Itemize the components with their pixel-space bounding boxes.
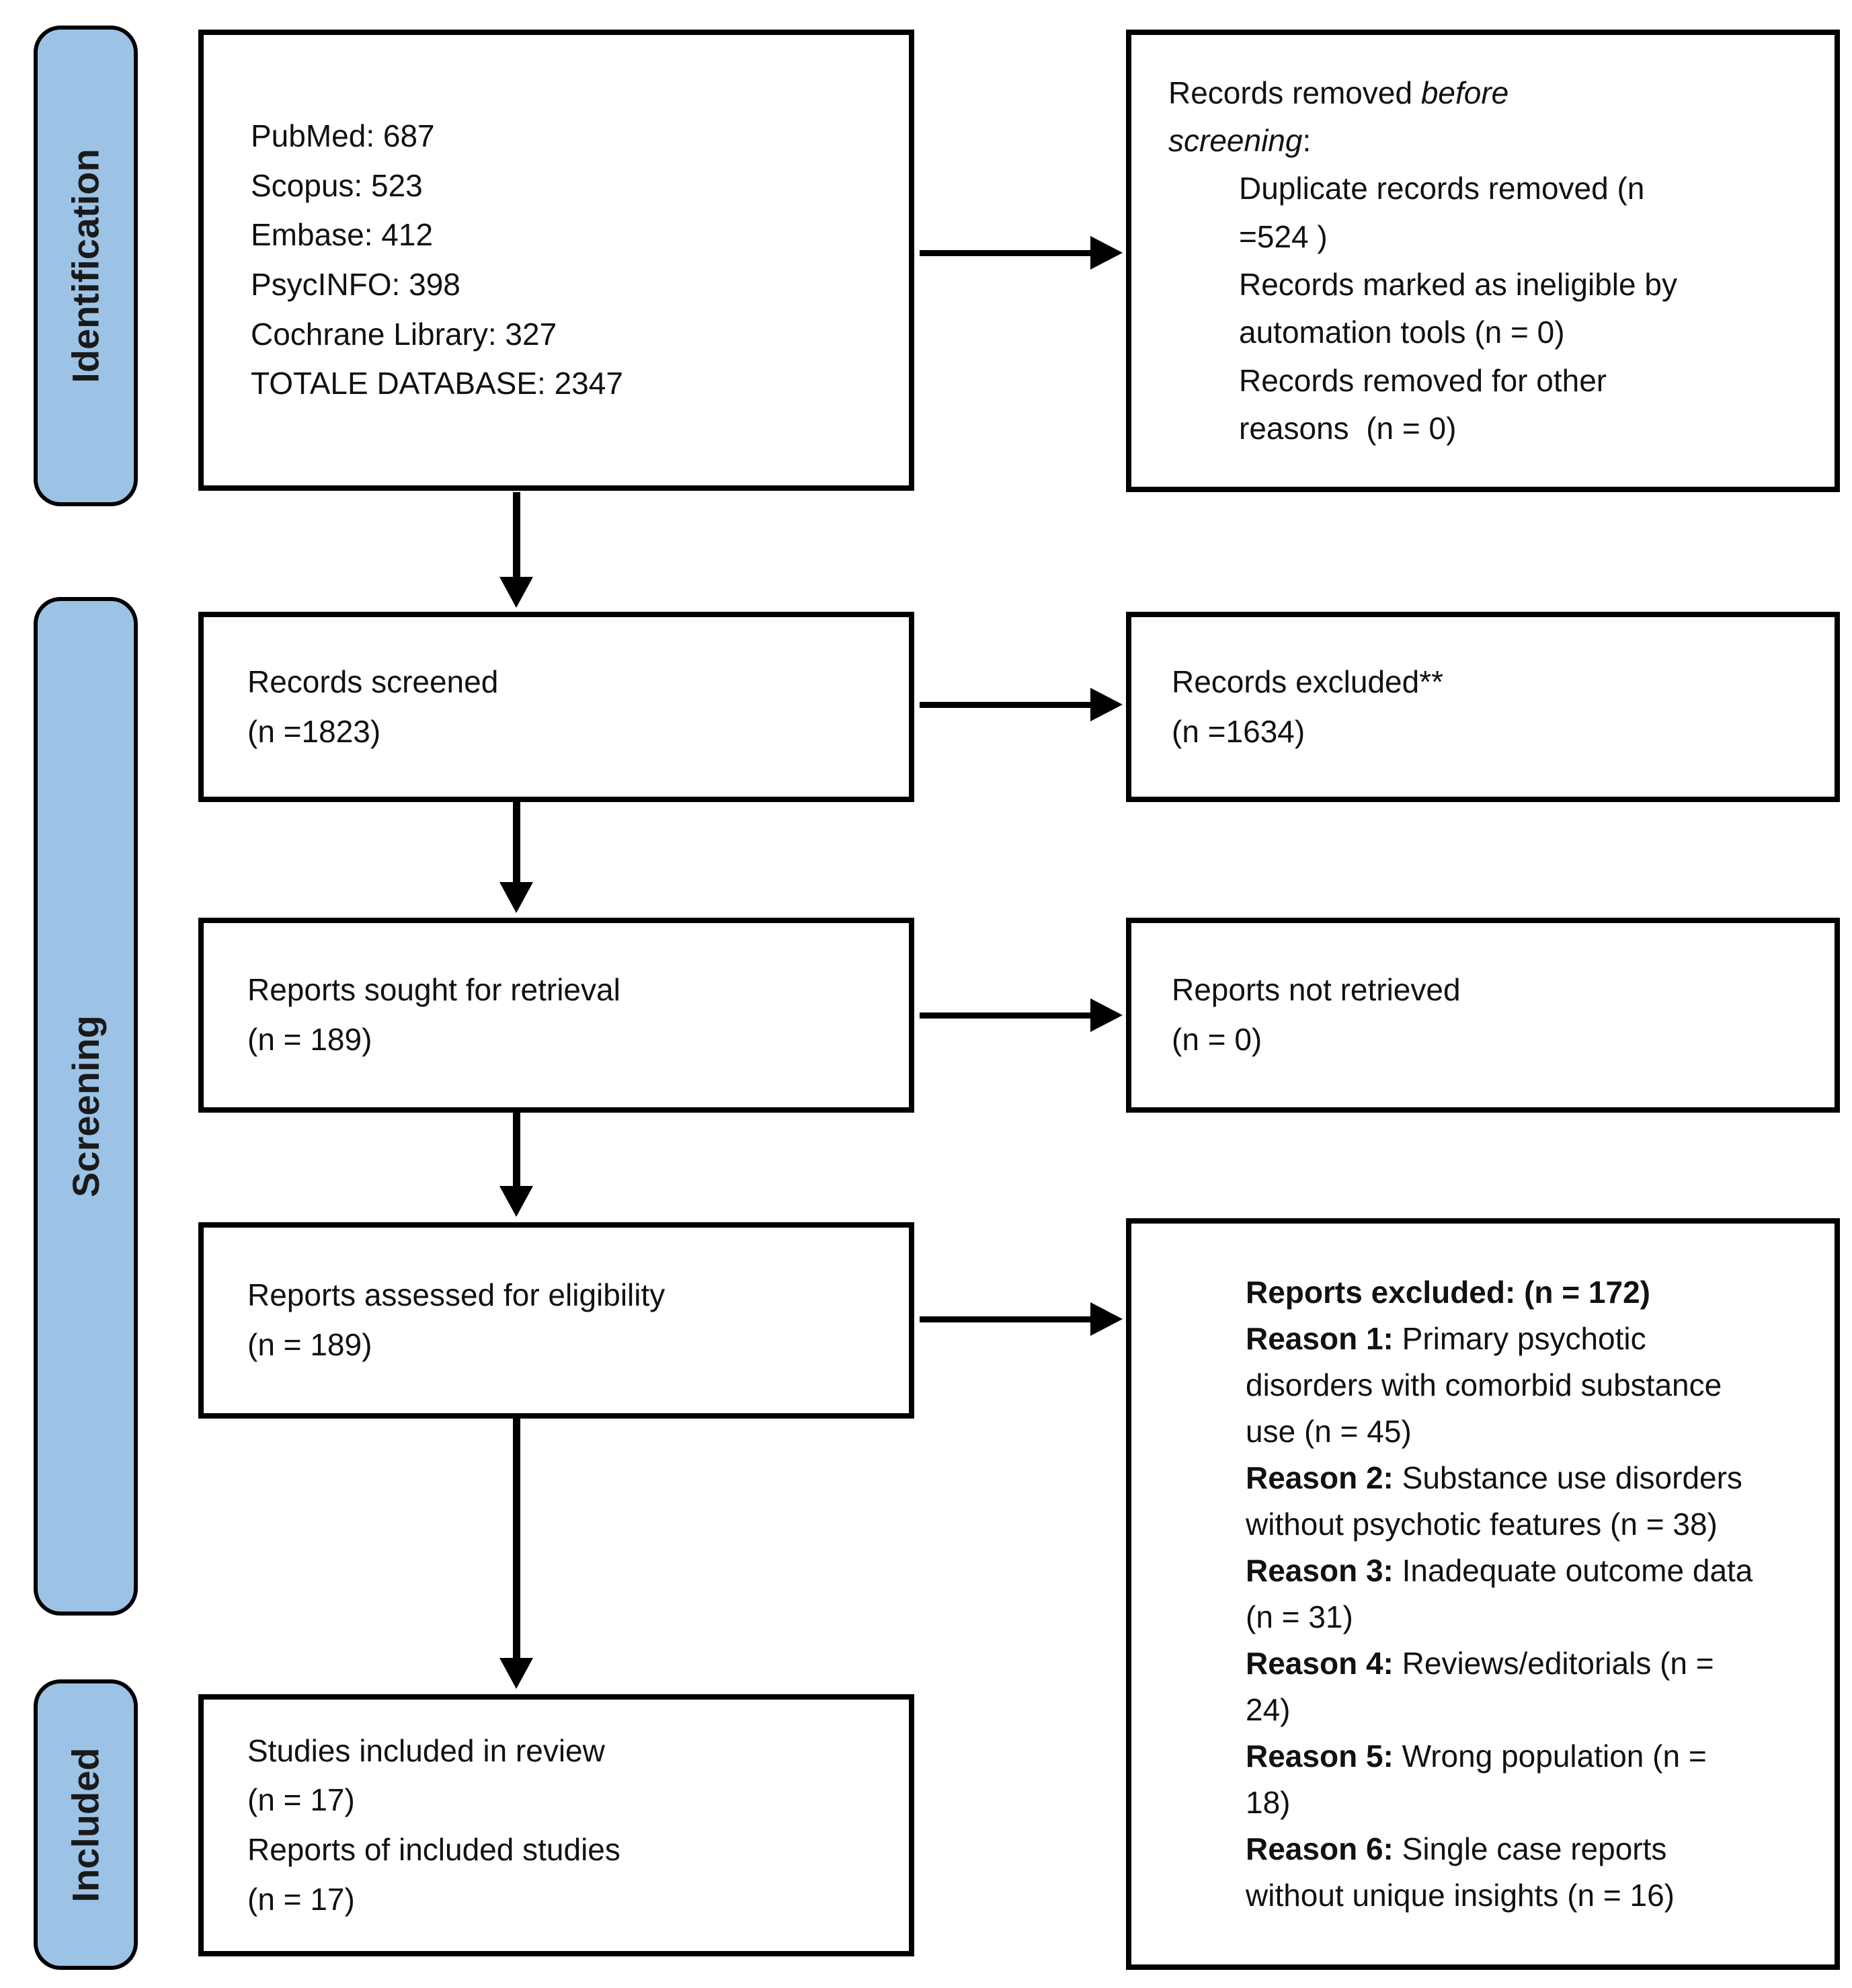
- reason-text: Primary psychotic disorders with comorbi…: [1246, 1321, 1730, 1449]
- arrow-right-icon: [920, 236, 1123, 270]
- source-line: PsycINFO: 398: [251, 267, 460, 302]
- arrow-down-icon: [499, 492, 533, 608]
- arrow-right-icon: [920, 1302, 1123, 1336]
- exclusion-reason: Reason 2: Substance use disorders withou…: [1246, 1455, 1754, 1548]
- stage-label-included: Included: [65, 1747, 108, 1903]
- included-line: (n = 17): [247, 1782, 355, 1818]
- arrow-down-icon: [499, 1419, 533, 1689]
- records-excluded-count: (n =1634): [1172, 713, 1305, 749]
- source-line: Cochrane Library: 327: [251, 316, 557, 352]
- removed-before-title: Records removed before screening:: [1168, 69, 1572, 165]
- box-reports-sought: Reports sought for retrieval (n = 189): [198, 918, 914, 1113]
- stage-bar-screening: Screening: [34, 597, 138, 1616]
- stage-bar-identification: Identification: [34, 26, 138, 506]
- arrow-right-icon: [920, 998, 1123, 1032]
- stage-label-screening: Screening: [65, 1015, 108, 1197]
- source-line: Scopus: 523: [251, 167, 423, 203]
- arrow-down-icon: [499, 801, 533, 913]
- reports-not-retrieved-label: Reports not retrieved: [1172, 972, 1461, 1008]
- box-database-sources: PubMed: 687 Scopus: 523 Embase: 412 Psyc…: [198, 30, 914, 491]
- reason-label: Reason 6:: [1246, 1831, 1394, 1866]
- arrow-right-icon: [920, 688, 1123, 721]
- source-line: PubMed: 687: [251, 118, 435, 154]
- records-screened-count: (n =1823): [247, 713, 381, 749]
- box-studies-included: Studies included in review (n = 17) Repo…: [198, 1694, 914, 1956]
- box-records-screened: Records screened (n =1823): [198, 612, 914, 802]
- stage-bar-included: Included: [34, 1679, 138, 1970]
- exclusion-reason: Reason 6: Single case reports without un…: [1246, 1826, 1754, 1919]
- reason-text: Single case reports without unique insig…: [1246, 1831, 1676, 1913]
- reason-text: Substance use disorders without psychoti…: [1246, 1460, 1751, 1542]
- reason-label: Reason 4:: [1246, 1646, 1394, 1681]
- removed-item: Records removed for other reasons (n = 0…: [1239, 362, 1615, 446]
- reason-label: Reason 1:: [1246, 1321, 1394, 1356]
- included-line: (n = 17): [247, 1881, 355, 1917]
- box-reports-excluded-reasons: Reports excluded: (n = 172) Reason 1: Pr…: [1126, 1218, 1840, 1970]
- records-excluded-label: Records excluded**: [1172, 664, 1444, 699]
- included-line: Reports of included studies: [247, 1832, 620, 1867]
- records-screened-label: Records screened: [247, 664, 499, 699]
- box-records-removed-before-screening: Records removed before screening: Duplic…: [1126, 30, 1840, 492]
- reason-text: Wrong population (n = 18): [1246, 1739, 1716, 1820]
- exclusion-reason: Reason 3: Inadequate outcome data (n = 3…: [1246, 1548, 1754, 1640]
- removed-item: Records marked as ineligible by automati…: [1239, 267, 1686, 350]
- box-reports-not-retrieved: Reports not retrieved (n = 0): [1126, 918, 1840, 1113]
- box-reports-assessed: Reports assessed for eligibility (n = 18…: [198, 1222, 914, 1419]
- removed-before-title-normal: Records removed: [1168, 75, 1421, 110]
- reason-label: Reason 5:: [1246, 1739, 1394, 1774]
- removed-item: Duplicate records removed (n =524 ): [1239, 171, 1654, 254]
- reason-label: Reason 2:: [1246, 1460, 1394, 1495]
- reports-excluded-title: Reports excluded: (n = 172): [1246, 1275, 1650, 1310]
- included-line: Studies included in review: [247, 1733, 605, 1768]
- removed-before-title-italic: before screening: [1168, 75, 1509, 159]
- reports-sought-count: (n = 189): [247, 1022, 372, 1057]
- exclusion-reason: Reason 1: Primary psychotic disorders wi…: [1246, 1316, 1754, 1455]
- arrow-down-icon: [499, 1112, 533, 1217]
- removed-before-title-colon: :: [1302, 123, 1312, 159]
- source-line: TOTALE DATABASE: 2347: [251, 366, 623, 401]
- exclusion-reason: Reason 5: Wrong population (n = 18): [1246, 1733, 1754, 1826]
- reason-text: Reviews/editorials (n = 24): [1246, 1646, 1723, 1727]
- reports-assessed-count: (n = 189): [247, 1327, 372, 1362]
- reason-label: Reason 3:: [1246, 1553, 1394, 1588]
- stage-label-identification: Identification: [65, 149, 108, 383]
- exclusion-reason: Reason 4: Reviews/editorials (n = 24): [1246, 1640, 1754, 1733]
- reports-assessed-label: Reports assessed for eligibility: [247, 1277, 666, 1313]
- reason-text: Inadequate outcome data (n = 31): [1246, 1553, 1762, 1634]
- source-line: Embase: 412: [251, 217, 434, 253]
- reports-sought-label: Reports sought for retrieval: [247, 972, 620, 1008]
- box-records-excluded: Records excluded** (n =1634): [1126, 612, 1840, 802]
- reports-not-retrieved-count: (n = 0): [1172, 1022, 1262, 1057]
